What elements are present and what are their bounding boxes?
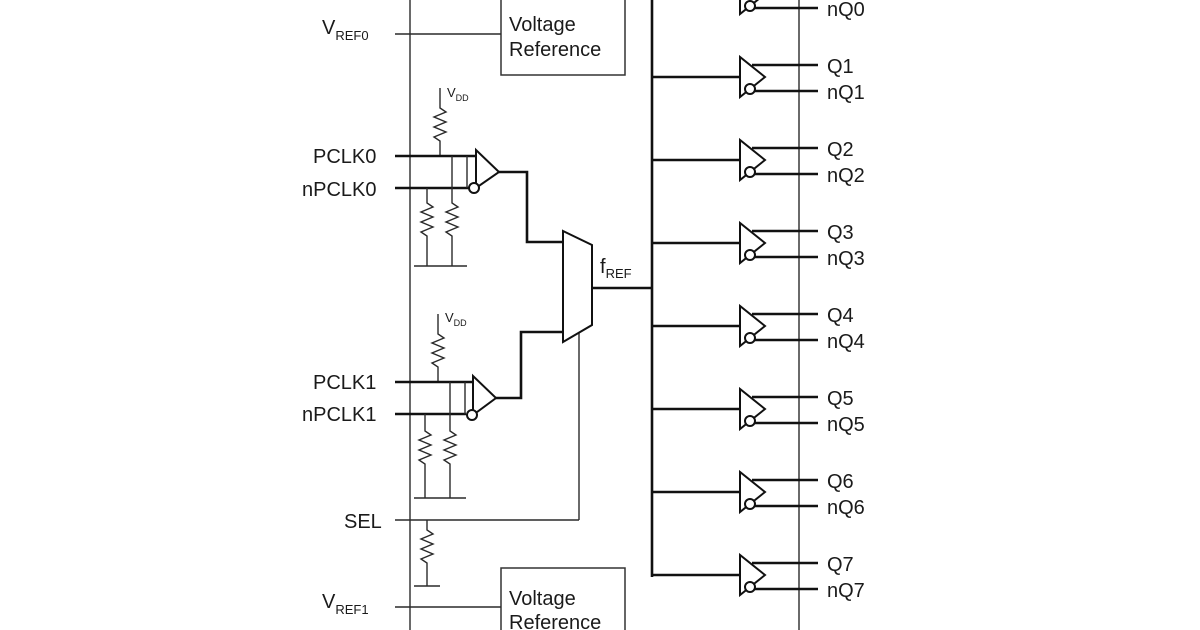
output-label-q6: Q6 [827, 471, 854, 493]
pclk0-label: PCLK0 [313, 146, 376, 168]
output-label-nq4: nQ4 [827, 331, 865, 353]
fref-label: fREF [600, 256, 632, 281]
output-buffer-4-bubble [744, 332, 756, 344]
pclk1-label: PCLK1 [313, 372, 376, 394]
pclk0-to-mux [499, 170, 563, 244]
vdd-label-top: VDD [447, 85, 469, 103]
output-label-nq3: nQ3 [827, 248, 865, 270]
pulldown-resistor-pclk1 [442, 424, 458, 498]
voltage-reference-top-box [500, 0, 626, 76]
output-label-nq1: nQ1 [827, 82, 865, 104]
output-label-q7: Q7 [827, 554, 854, 576]
pulldown-resistor-pclk0 [444, 196, 460, 266]
pulldown-resistor-sel [419, 520, 435, 586]
output-buffer-5-bubble [744, 415, 756, 427]
vdd-label-bottom: VDD [445, 310, 467, 328]
voltage-reference-top-line2: Reference [509, 39, 601, 61]
vref1-label: VREF1 [322, 591, 369, 617]
output-label-nq7: nQ7 [827, 580, 865, 602]
output-label-q1: Q1 [827, 56, 854, 78]
output-label-nq5: nQ5 [827, 414, 865, 436]
input-buffer-pclk0 [475, 147, 501, 190]
voltage-reference-top-line1: Voltage [509, 14, 576, 36]
pulldown-resistor-npclk1 [417, 424, 433, 498]
output-buffer-0-bubble [744, 0, 756, 12]
output-label-q3: Q3 [827, 222, 854, 244]
output-label-q4: Q4 [827, 305, 854, 327]
input-buffer-pclk1-bubble [466, 409, 478, 421]
voltage-reference-bottom-line2: Reference [509, 612, 601, 630]
output-buffer-7-bubble [744, 581, 756, 593]
output-label-nq2: nQ2 [827, 165, 865, 187]
multiplexer [562, 229, 593, 344]
input-buffer-pclk0-bubble [468, 182, 480, 194]
output-label-nq6: nQ6 [827, 497, 865, 519]
vref0-label: VREF0 [322, 17, 369, 43]
output-buffer-3-bubble [744, 249, 756, 261]
output-label-nq0: nQ0 [827, 0, 865, 21]
sel-label: SEL [344, 511, 382, 533]
npclk1-label: nPCLK1 [302, 404, 377, 426]
pullup-resistor-bottom [430, 330, 446, 383]
pulldown-resistor-npclk0 [419, 196, 435, 266]
npclk0-label: nPCLK0 [302, 179, 377, 201]
input-buffer-pclk1 [472, 373, 498, 417]
voltage-reference-bottom-line1: Voltage [509, 588, 576, 610]
pullup-resistor-top [432, 104, 448, 156]
output-buffer-1-bubble [744, 83, 756, 95]
voltage-reference-bottom-box [500, 567, 626, 630]
output-label-q2: Q2 [827, 139, 854, 161]
pclk1-to-mux [496, 330, 563, 400]
output-label-q5: Q5 [827, 388, 854, 410]
output-buffer-6-bubble [744, 498, 756, 510]
output-buffer-2-bubble [744, 166, 756, 178]
